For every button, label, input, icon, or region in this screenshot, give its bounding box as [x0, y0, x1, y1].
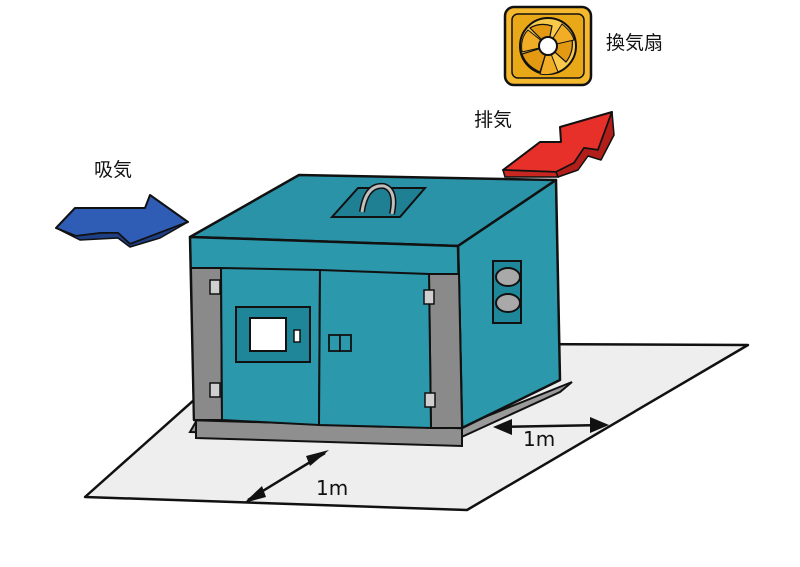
exhaust-arrow-shade [555, 111, 615, 178]
hinge [209, 279, 221, 295]
side-clearance-dimension [493, 417, 609, 435]
exhaust-label: 排気 [474, 109, 513, 131]
side-vent-upper [495, 267, 521, 287]
hinge [209, 382, 221, 398]
side-clearance-label: 1m [523, 427, 556, 451]
control-panel-switch [293, 329, 301, 343]
hinge [424, 392, 436, 408]
ventilation-fan-icon [503, 5, 593, 87]
side-vent-lower [495, 293, 521, 313]
hinge [423, 289, 435, 305]
door-latch [339, 334, 352, 352]
front-door-right [317, 268, 433, 430]
front-clearance-dimension [244, 450, 329, 503]
door-latch [328, 334, 341, 352]
intake-label: 吸気 [94, 159, 133, 181]
fan-label: 換気扇 [606, 32, 664, 54]
front-clearance-label: 1m [316, 476, 349, 500]
control-panel-screen [249, 317, 287, 352]
exhaust-arrow [502, 111, 613, 173]
exhaust-arrow-bottom [501, 169, 560, 178]
lifting-hook-recess [329, 187, 428, 218]
intake-arrow-shade [55, 221, 189, 248]
